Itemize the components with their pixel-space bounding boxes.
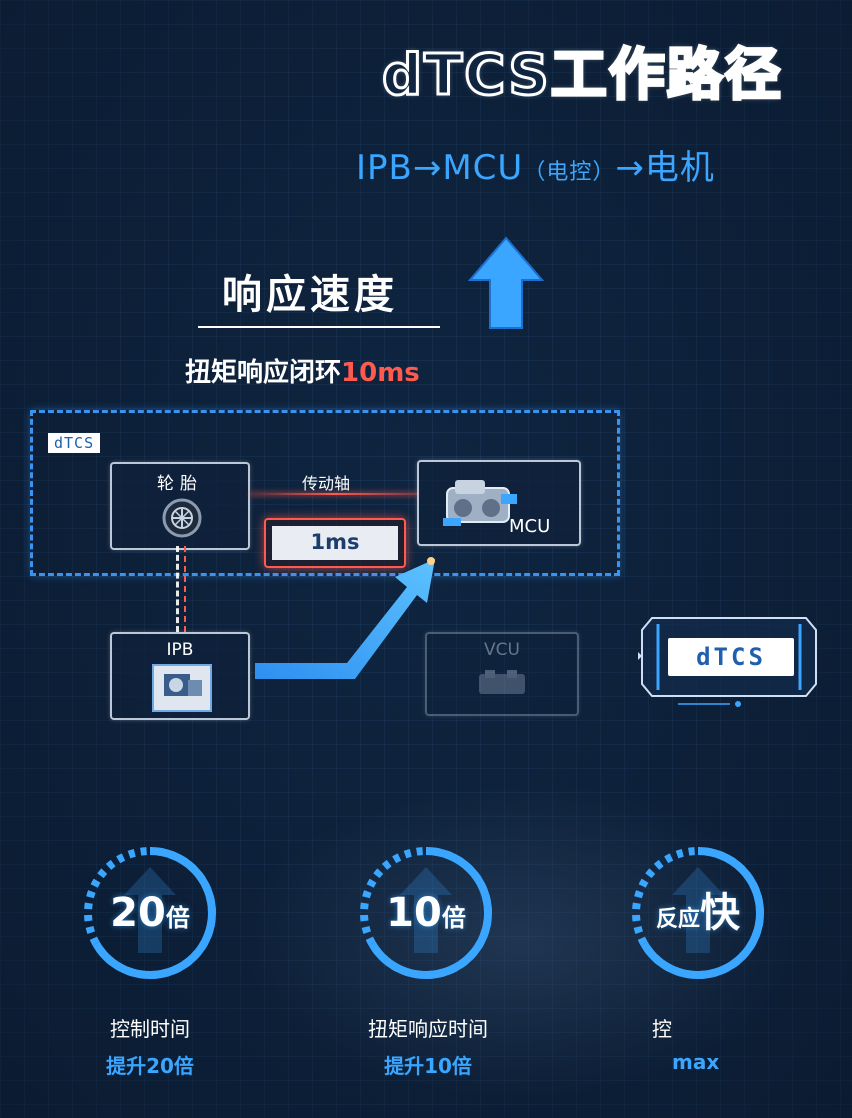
latency-value: 1ms xyxy=(272,526,398,560)
stat-reaction: 反应快 xyxy=(628,843,768,983)
torque-loop-text: 扭矩响应闭环10ms xyxy=(185,352,420,389)
drive-shaft-label: 传动轴 xyxy=(302,474,351,493)
up-arrow-icon xyxy=(468,236,544,329)
stat-prefix: 反应 xyxy=(655,907,700,932)
vcu-label: VCU xyxy=(484,640,520,660)
stat-unit: 倍 xyxy=(165,904,190,932)
path-ipb-mcu: IPB→MCU xyxy=(356,148,524,188)
tire-ipb-signal-line xyxy=(184,546,186,632)
stat-number: 20 xyxy=(110,890,166,936)
stat-unit: 倍 xyxy=(441,904,466,932)
stat-sub: max xyxy=(672,1050,720,1074)
dtcs-side-panel: dTCS xyxy=(638,612,820,708)
tire-ipb-connector xyxy=(176,546,179,632)
mcu-node: MCU xyxy=(417,460,581,546)
motor-engine-icon xyxy=(443,480,517,526)
tire-icon xyxy=(162,498,202,538)
stat-torque-response: 10倍 xyxy=(356,843,496,983)
stat-number: 快 xyxy=(700,890,740,936)
page-title: dTCS工作路径 xyxy=(381,42,783,110)
stat-number: 10 xyxy=(386,890,442,936)
ipb-unit-icon xyxy=(152,664,212,712)
torque-loop-value: 10ms xyxy=(341,358,420,388)
tire-node: 轮胎 xyxy=(110,462,250,550)
dtcs-region xyxy=(30,410,620,576)
ipb-to-mcu-arrow-icon xyxy=(255,557,435,679)
path-motor: →电机 xyxy=(615,148,715,188)
path-ecu-note: （电控） xyxy=(523,160,616,185)
stat-value: 反应快 xyxy=(628,885,768,948)
stat-control-time: 20倍 xyxy=(80,843,220,983)
mcu-label: MCU xyxy=(509,516,551,537)
progress-ring-icon xyxy=(360,847,492,979)
tire-label: 轮胎 xyxy=(157,474,203,494)
latency-badge: 1ms xyxy=(264,518,406,568)
heading-underline xyxy=(198,326,440,328)
progress-ring-icon xyxy=(632,847,764,979)
vcu-unit-icon xyxy=(479,670,525,694)
vcu-node: VCU xyxy=(425,632,579,716)
stat-sub: 提升10倍 xyxy=(384,1054,472,1078)
stat-value: 20倍 xyxy=(80,885,220,946)
background-device-silhouette xyxy=(240,780,800,1100)
ipb-label: IPB xyxy=(166,640,194,660)
stat-desc: 扭矩响应时间 xyxy=(368,1017,488,1041)
side-panel-label: dTCS xyxy=(668,638,794,676)
work-path-text: IPB→MCU（电控）→电机 xyxy=(356,140,715,189)
progress-ring-icon xyxy=(84,847,216,979)
stat-desc: 控 xyxy=(652,1017,672,1041)
dtcs-region-tag: dTCS xyxy=(48,433,101,453)
response-speed-heading: 响应速度 xyxy=(222,272,398,318)
stat-value: 10倍 xyxy=(356,885,496,946)
stat-sub: 提升20倍 xyxy=(106,1054,194,1078)
torque-loop-label: 扭矩响应闭环 xyxy=(185,358,342,388)
drive-shaft-line xyxy=(250,493,418,495)
ipb-node: IPB xyxy=(110,632,250,720)
stat-desc: 控制时间 xyxy=(110,1017,190,1041)
